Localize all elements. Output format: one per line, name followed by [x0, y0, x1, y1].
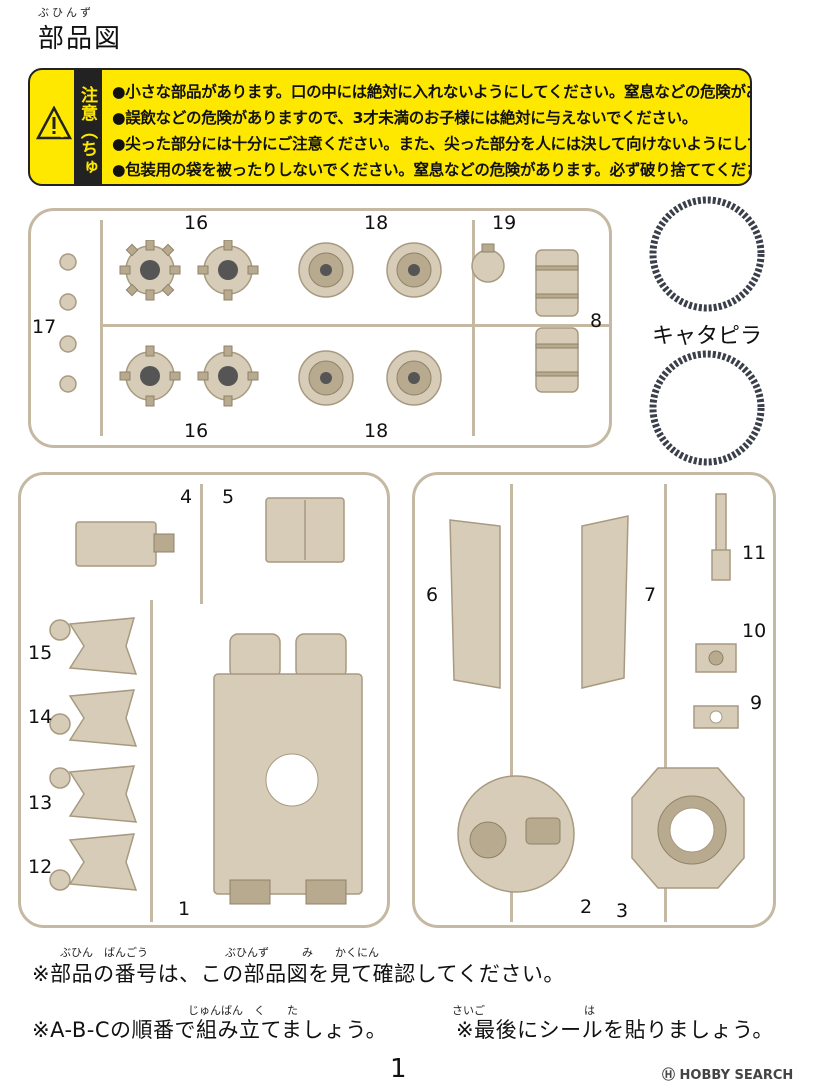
page-number: 1	[390, 1054, 407, 1084]
track-rings	[649, 196, 765, 466]
watermark: Ⓗ HOBBY SEARCH	[662, 1064, 793, 1083]
part-label-10: 10	[742, 620, 767, 642]
sprue-runner	[472, 220, 475, 436]
note-2a: ※A-B-Cの順番で組み立てましょう。	[32, 1018, 388, 1042]
part-label-18-bottom: 18	[364, 420, 389, 442]
warning-line-1: ●小さな部品があります。口の中には絶対に入れないようにしてください。窒息などの危…	[112, 83, 752, 101]
part-19-shape	[471, 243, 505, 283]
title-ruby: ぶひんず	[38, 6, 94, 19]
sprue-runner	[100, 220, 103, 436]
part-label-4: 4	[180, 486, 193, 508]
part-9-shape	[693, 705, 739, 729]
part-4-shape	[75, 521, 175, 567]
part-label-11: 11	[742, 542, 767, 564]
sprue-left-frame	[18, 472, 390, 928]
watermark-icon: Ⓗ	[662, 1068, 676, 1083]
part-label-1: 1	[178, 898, 191, 920]
sprue-runner	[510, 484, 513, 922]
part-5-shape	[265, 497, 345, 563]
part-label-19: 19	[492, 212, 517, 234]
warning-line-2: ●誤飲などの危険がありますので、3才未満のお子様には絶対に与えないでください。	[112, 109, 698, 127]
note-1: ※部品の番号は、この部品図を見て確認してください。	[32, 962, 565, 986]
part-label-16-bottom: 16	[184, 420, 209, 442]
part-label-8: 8	[590, 310, 603, 332]
part-label-6: 6	[426, 584, 439, 606]
sprue-runner	[200, 484, 203, 604]
sprue-top-frame	[28, 208, 612, 448]
note-1-ruby: ぶひん ばんごう ぶひんず み かくにん	[60, 946, 379, 959]
sprue-runner	[150, 600, 153, 922]
part-label-7: 7	[644, 584, 657, 606]
road-wheels-18	[298, 242, 442, 406]
warning-label: 注意（ちゅうい）	[52, 70, 100, 184]
suspension-parts	[49, 617, 138, 891]
note-2-ruby: じゅんばん く た さいご は	[188, 1004, 595, 1017]
part-label-2: 2	[580, 896, 593, 918]
warning-line-4: ●包装用の袋を被ったりしないでください。窒息などの危険があります。必ず破り捨てて…	[112, 161, 752, 179]
warning-line-3: ●尖った部分には十分にご注意ください。また、尖った部分を人には決して向けないよう…	[112, 135, 750, 153]
side-plates-6-7	[449, 515, 629, 689]
page-title: 部品図	[38, 24, 123, 54]
pins-17	[59, 253, 77, 393]
sprue-right-frame	[412, 472, 776, 928]
part-label-16-top: 16	[184, 212, 209, 234]
tracks-label: キャタピラ	[652, 324, 763, 349]
part-10-shape	[695, 643, 737, 673]
fuel-drums-8	[535, 249, 579, 393]
part-label-12: 12	[28, 856, 53, 878]
note-2b: ※最後にシールを貼りましょう。	[456, 1018, 774, 1042]
part-label-5: 5	[222, 486, 235, 508]
warning-box: 注意（ちゅうい） ●小さな部品があります。口の中には絶対に入れないようにしてくだ…	[28, 68, 752, 186]
part-label-17: 17	[32, 316, 57, 338]
warning-triangle-icon	[36, 106, 72, 140]
part-label-18-top: 18	[364, 212, 389, 234]
turret-base-3	[631, 767, 745, 889]
part-label-13: 13	[28, 792, 53, 814]
gun-barrel-11	[711, 493, 731, 581]
part-label-9: 9	[750, 692, 763, 714]
part-label-14: 14	[28, 706, 53, 728]
turret-part-2	[457, 775, 575, 893]
warning-label-area: 注意（ちゅうい）	[30, 70, 102, 184]
part-label-3: 3	[616, 900, 629, 922]
watermark-text: HOBBY SEARCH	[679, 1068, 794, 1083]
sprue-runner	[664, 484, 667, 922]
sprue-runner	[100, 324, 610, 327]
hull-part-1	[213, 633, 363, 905]
sprocket-gears-16	[119, 240, 259, 407]
part-label-15: 15	[28, 642, 53, 664]
